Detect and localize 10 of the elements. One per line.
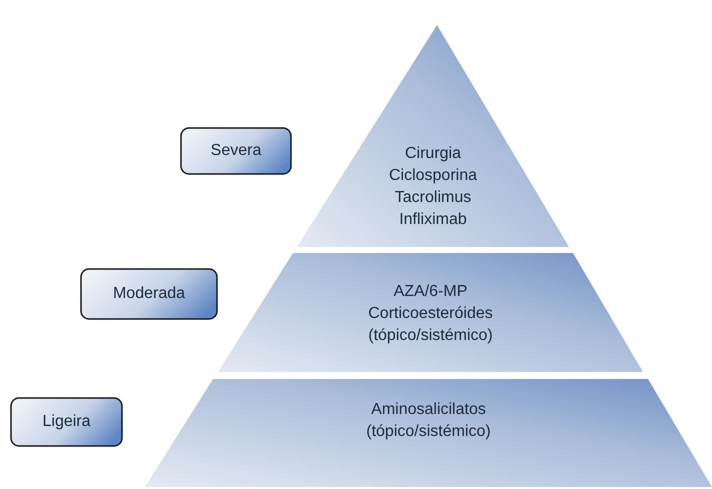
severity-label: Ligeira bbox=[42, 413, 91, 431]
treatment-text: Corticoesteróides (tópico/sistémico) bbox=[367, 304, 494, 346]
treatment-text: AZA/6-MP bbox=[392, 282, 468, 302]
treatment-text: Cirurgia bbox=[404, 144, 462, 164]
treatment-text: Infliximab bbox=[398, 210, 468, 230]
severity-label: Severa bbox=[210, 142, 262, 160]
treatment-text: Aminosalicilatos (tópico/sistémico) bbox=[365, 400, 492, 442]
treatment-text: Ciclosporina bbox=[388, 166, 478, 186]
severity-label: Moderada bbox=[112, 285, 186, 303]
treatment-text: Tacrolimus bbox=[394, 188, 472, 208]
